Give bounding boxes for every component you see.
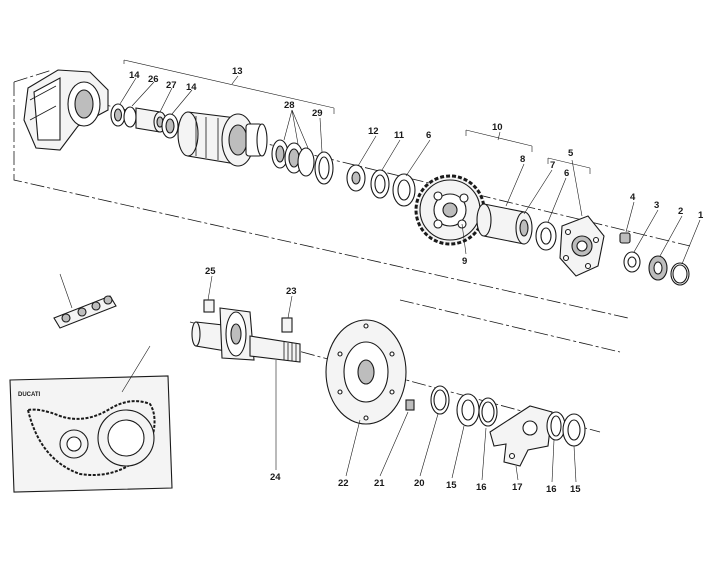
callout-7: 7	[550, 160, 555, 171]
chain-joint-link	[53, 295, 117, 329]
leader-lines	[59, 59, 701, 483]
callout-23: 25	[205, 266, 216, 277]
drive-flange	[559, 215, 605, 277]
callout-12: 12	[368, 126, 379, 137]
disc-bolt	[405, 399, 415, 411]
callout-18: 20	[414, 478, 425, 489]
callout-6: 6	[564, 168, 569, 179]
rear-sprocket	[414, 174, 486, 246]
callout-1: 1	[698, 210, 704, 221]
callout-17: 17	[512, 482, 523, 493]
callout-25: 27	[166, 80, 177, 91]
callout-14: 14	[186, 82, 197, 93]
callout-20: 22	[338, 478, 349, 489]
callout-19: 21	[374, 478, 385, 489]
callout-22: 24	[270, 472, 281, 483]
callout-9: 9	[462, 256, 467, 267]
callout-2: 2	[678, 206, 683, 217]
brake-disc	[325, 319, 407, 425]
washers-12-11-6	[346, 164, 416, 207]
callout-16: 16	[546, 484, 557, 495]
caliper-bracket	[489, 405, 553, 467]
spacer-bushing-group	[110, 103, 179, 139]
callout-24: 26	[148, 74, 159, 85]
callout-3: 3	[654, 200, 659, 211]
brand-logo: DUCATI	[18, 392, 41, 398]
hub-bolts	[203, 299, 293, 333]
nut-washer-circlip	[619, 232, 690, 286]
callout-6: 6	[426, 130, 431, 141]
callout-11: 11	[394, 130, 405, 141]
callout-15: 15	[570, 484, 581, 495]
callout-16: 16	[476, 482, 487, 493]
callout-13: 13	[232, 66, 243, 77]
callout-14: 14	[129, 70, 140, 81]
callout-4: 4	[630, 192, 636, 203]
sprocket-carrier-hub	[177, 111, 268, 167]
callout-26: 28	[284, 100, 295, 111]
seals-and-spacers-left	[430, 385, 498, 427]
callout-10: 10	[492, 122, 503, 133]
wheel-shaft	[191, 307, 301, 363]
callout-15: 15	[446, 480, 457, 491]
bearings-and-circlip	[271, 139, 334, 185]
callout-27: 29	[312, 108, 323, 119]
seals-and-spacers-right	[546, 411, 586, 447]
chain-guard-cover	[23, 69, 109, 151]
callout-labels: 14 26 27 14 13 28 29 12 11 6 10 8 7 6 5 …	[129, 66, 704, 495]
chain-kit-package: DUCATI	[9, 375, 173, 493]
sprocket-spacer-bushing	[476, 203, 557, 251]
callout-8: 8	[520, 154, 525, 165]
callout-21: 23	[286, 286, 297, 297]
callout-5: 5	[568, 148, 574, 159]
